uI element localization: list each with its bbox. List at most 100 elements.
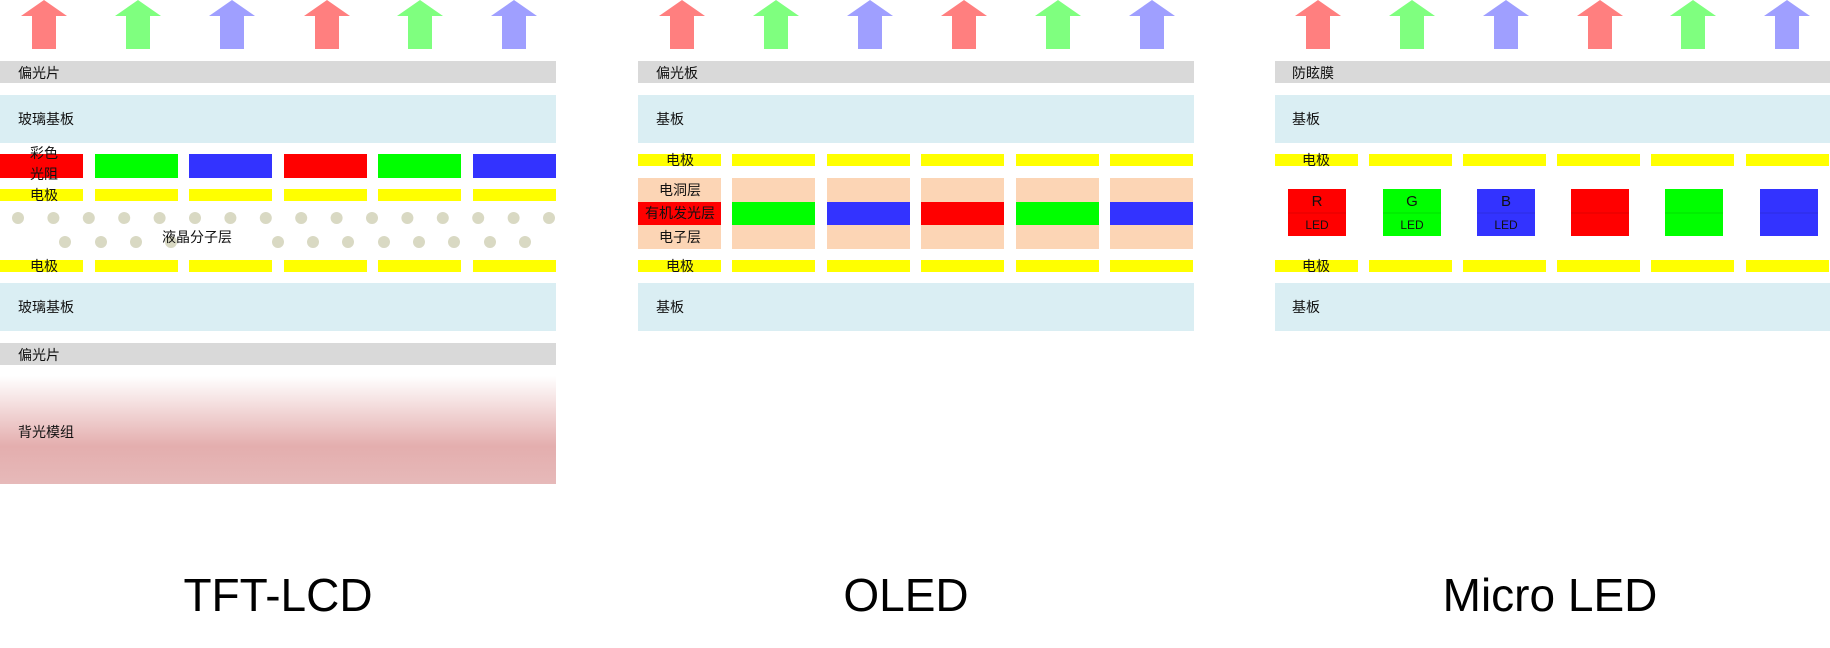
lc-molecule (165, 236, 177, 248)
micro-led-chip (1760, 189, 1818, 236)
color-filter-row (0, 154, 556, 178)
electrode-strip (1016, 260, 1099, 272)
light-arrow (1764, 0, 1810, 49)
organic-stack (638, 178, 1193, 249)
electrode-strip (1275, 154, 1358, 166)
electrode-strip (378, 189, 461, 201)
led-letter: R (1312, 193, 1323, 210)
lc-molecule (153, 212, 166, 224)
led-letter: G (1406, 193, 1418, 210)
lc-molecule (189, 212, 201, 224)
lc-molecule (378, 236, 390, 248)
led-label: LED (1305, 218, 1329, 232)
anti-glare-layer (1275, 61, 1830, 83)
substrate-bottom-label: 基板 (1292, 299, 1320, 316)
electrode-strip (0, 189, 83, 201)
polarizer-bottom-layer (0, 343, 556, 365)
lc-molecule (59, 236, 71, 248)
polarizer-label: 偏光板 (656, 66, 698, 82)
color-filter-label: 彩色 光阻 (30, 145, 62, 183)
electrode-strip (1110, 154, 1193, 166)
electrode-strip (732, 260, 815, 272)
polarizer-bottom-label: 偏光片 (18, 348, 60, 364)
led-label: LED (1400, 218, 1424, 232)
emissive-strip (1110, 202, 1193, 225)
electrode-top-row (1275, 154, 1829, 166)
emissive-strip (921, 202, 1004, 225)
electrode-strip (732, 154, 815, 166)
electrode-strip (189, 260, 272, 272)
lc-molecule (366, 212, 378, 224)
electrode-top-label: 电极 (666, 153, 694, 169)
led-letter: B (1501, 193, 1511, 210)
color-filter (95, 154, 178, 178)
electrode-strip (0, 260, 83, 272)
electrode-strip (473, 189, 556, 201)
oled-panel: 偏光板 基板 电极 电洞层 有机发光层 电子层 电极 基板 OLED (638, 61, 1194, 621)
light-arrow (1389, 0, 1435, 49)
lc-molecule (342, 236, 354, 248)
liquid-crystal-label: 液晶分子层 (162, 230, 232, 246)
electrode-strip (1369, 260, 1452, 272)
tft-lcd-panel: 偏光片 玻璃基板 彩色 光阻 电极 液晶分子层 电极 玻璃基板 偏光片 背光模组… (0, 61, 556, 621)
glass-top-label: 玻璃基板 (18, 111, 74, 128)
electrode-bottom-label: 电极 (666, 259, 694, 275)
lc-molecule (224, 212, 237, 224)
hole-layer-label: 电洞层 (659, 183, 701, 199)
lc-molecule (130, 236, 142, 248)
color-filter (284, 154, 367, 178)
color-filter (473, 154, 556, 178)
lc-molecule (507, 212, 520, 224)
electrode-top-row (0, 189, 556, 201)
substrate-top-label: 基板 (1292, 111, 1320, 128)
electrode-strip (921, 154, 1004, 166)
emissive-layer-label: 有机发光层 (645, 206, 715, 222)
light-arrow (1670, 0, 1716, 49)
electrode-strip (1746, 260, 1829, 272)
lc-molecule (436, 212, 449, 224)
electrode-strip (95, 189, 178, 201)
micro-led-chip (1665, 189, 1723, 236)
electrode-strip (827, 154, 910, 166)
electrode-strip (1275, 260, 1358, 272)
electrode-top-row (638, 154, 1193, 166)
electrode-top-label: 电极 (30, 188, 58, 204)
electrode-strip (95, 260, 178, 272)
light-arrow (397, 0, 443, 49)
glass-bottom-layer (0, 283, 556, 331)
electrode-strip (1746, 154, 1829, 166)
electrode-strip (284, 260, 367, 272)
electrode-strip (1651, 154, 1734, 166)
micro-led-chip (1477, 189, 1535, 236)
lc-molecule (519, 236, 531, 248)
liquid-crystal-molecules (12, 212, 555, 248)
led-label: LED (1494, 218, 1518, 232)
glass-bottom-label: 玻璃基板 (18, 299, 74, 316)
substrate-bottom-layer (1275, 283, 1830, 331)
substrate-top-layer (638, 95, 1194, 143)
glass-top-layer (0, 95, 556, 143)
electrode-bottom-label: 电极 (30, 259, 58, 275)
lc-molecule (448, 236, 460, 248)
color-filter (189, 154, 272, 178)
anti-glare-label: 防眩膜 (1292, 66, 1334, 82)
electrode-strip (1463, 260, 1546, 272)
tft-lcd-caption: TFT-LCD (183, 569, 372, 621)
substrate-bottom-label: 基板 (656, 299, 684, 316)
light-arrow (659, 0, 705, 49)
backlight-label: 背光模组 (18, 425, 74, 441)
electrode-strip (473, 260, 556, 272)
micro-led-caption: Micro LED (1443, 569, 1658, 621)
light-arrow (209, 0, 255, 49)
lc-molecule (330, 212, 343, 224)
backlight-module (0, 376, 556, 484)
micro-led-chip (1571, 189, 1629, 236)
polarizer-layer (638, 61, 1194, 83)
lc-molecule (543, 212, 555, 224)
emissive-strip (827, 202, 910, 225)
emissive-strip (638, 202, 721, 225)
light-arrow (1483, 0, 1529, 49)
light-arrow (491, 0, 537, 49)
electrode-strip (1369, 154, 1452, 166)
lc-molecule (47, 212, 60, 224)
